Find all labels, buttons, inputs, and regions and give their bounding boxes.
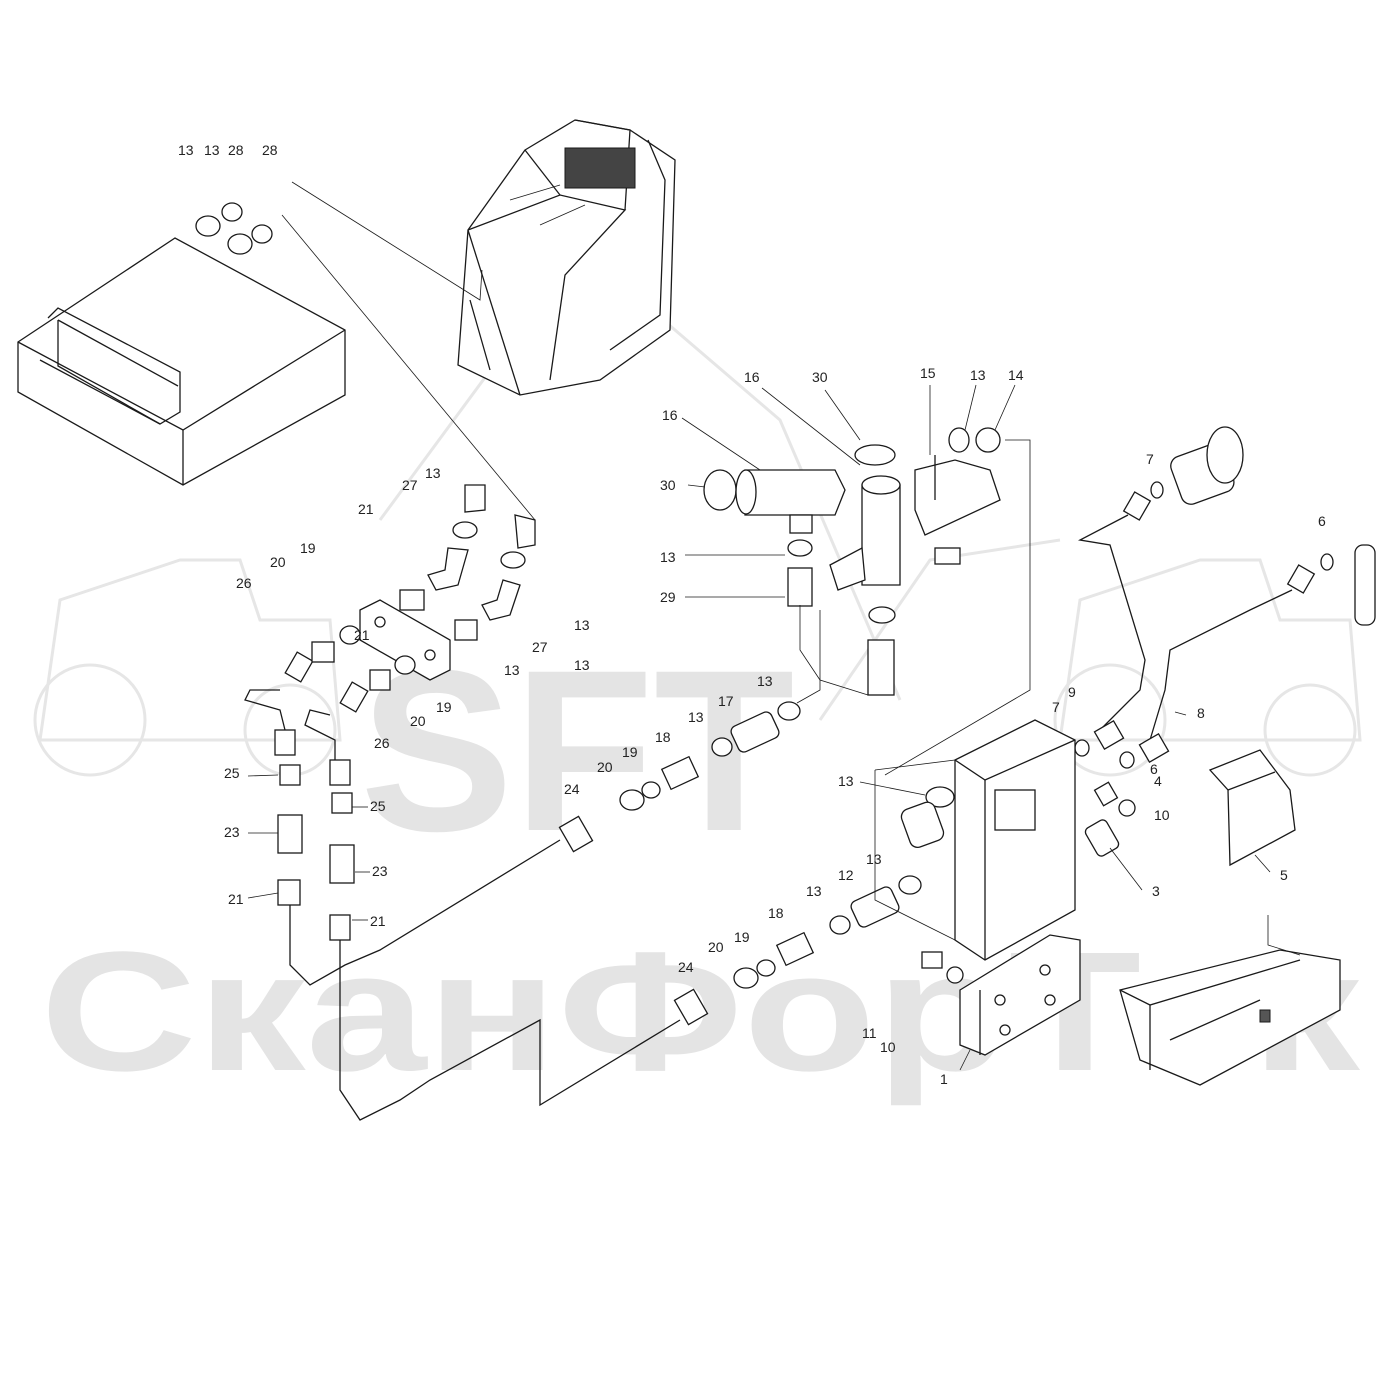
callout-label: 28 — [228, 142, 244, 158]
callout-label: 10 — [880, 1039, 896, 1055]
callout-label: 26 — [236, 575, 252, 591]
cover-plate — [1208, 749, 1296, 867]
callout-label: 13 — [688, 709, 704, 725]
callout-label: 4 — [1154, 773, 1162, 789]
mounting-plate — [359, 599, 451, 681]
heater-box — [17, 237, 346, 486]
callout-label: 13 — [806, 883, 822, 899]
center-pipe-chain — [558, 610, 922, 1026]
chassis-part — [1119, 915, 1341, 1086]
callout-label: 13 — [757, 673, 773, 689]
callout-label: 19 — [622, 744, 638, 760]
callout-label: 8 — [1197, 705, 1205, 721]
callout-label: 13 — [970, 367, 986, 383]
callout-label: 30 — [812, 369, 828, 385]
callout-label: 13 — [425, 465, 441, 481]
callout-label: 13 — [838, 773, 854, 789]
mount-bracket — [921, 934, 1081, 1056]
callout-label: 19 — [436, 699, 452, 715]
callout-label: 3 — [1152, 883, 1160, 899]
callout-label: 11 — [862, 1025, 877, 1041]
callout-label: 19 — [300, 540, 316, 556]
callout-label: 1 — [940, 1071, 948, 1087]
callout-label: 17 — [718, 693, 734, 709]
leader-lines — [247, 384, 1271, 1071]
callout-label: 10 — [1154, 807, 1170, 823]
callout-label: 13 — [866, 851, 882, 867]
callout-label: 5 — [1280, 867, 1288, 883]
callout-label: 13 — [178, 142, 194, 158]
callout-label: 15 — [920, 365, 936, 381]
callout-label: 27 — [532, 639, 548, 655]
callout-label: 26 — [374, 735, 390, 751]
leader-hose-top-2 — [281, 214, 536, 521]
callout-label: 16 — [744, 369, 760, 385]
callout-label: 20 — [410, 713, 426, 729]
heater-unit — [874, 719, 1076, 961]
callout-label: 23 — [224, 824, 240, 840]
callout-label: 7 — [1052, 699, 1060, 715]
callout-label: 30 — [660, 477, 676, 493]
callout-label: 16 — [662, 407, 678, 423]
cylinders — [703, 444, 901, 696]
callout-label: 28 — [262, 142, 278, 158]
receiver-drier — [1149, 544, 1376, 741]
callout-label: 27 — [402, 477, 418, 493]
callout-label: 9 — [1068, 684, 1076, 700]
callout-label: 13 — [574, 617, 590, 633]
tractor-cab — [457, 119, 676, 396]
callout-label: 13 — [204, 142, 220, 158]
callout-label: 13 — [660, 549, 676, 565]
fittings-chain-left — [244, 625, 681, 1121]
callout-label: 29 — [660, 589, 676, 605]
callouts: 13 13 28 28 16 30 16 15 13 14 7 30 13 13… — [178, 142, 1326, 1087]
callout-label: 20 — [270, 554, 286, 570]
callout-label: 21 — [354, 627, 370, 643]
callout-label: 18 — [768, 905, 784, 921]
callout-label: 6 — [1318, 513, 1326, 529]
callout-label: 6 — [1150, 761, 1158, 777]
callout-label: 13 — [574, 657, 590, 673]
hose-fittings-left — [399, 484, 536, 641]
callout-label: 25 — [224, 765, 240, 781]
callout-label: 21 — [370, 913, 386, 929]
callout-label: 21 — [358, 501, 374, 517]
callout-label: 19 — [734, 929, 750, 945]
callout-label: 20 — [708, 939, 724, 955]
callout-label: 18 — [655, 729, 671, 745]
callout-label: 21 — [228, 891, 244, 907]
callout-label: 25 — [370, 798, 386, 814]
clamps-top-left — [195, 202, 273, 255]
callout-label: 20 — [597, 759, 613, 775]
bracket-15 — [884, 427, 1031, 776]
callout-label: 13 — [504, 662, 520, 678]
callout-label: 24 — [564, 781, 580, 797]
leader-hose-top — [291, 181, 483, 301]
compressor — [1077, 426, 1244, 731]
callout-label: 23 — [372, 863, 388, 879]
callout-label: 14 — [1008, 367, 1024, 383]
callout-label: 7 — [1146, 451, 1154, 467]
hoses-right — [1074, 719, 1170, 857]
callout-label: 12 — [838, 867, 854, 883]
callout-label: 24 — [678, 959, 694, 975]
